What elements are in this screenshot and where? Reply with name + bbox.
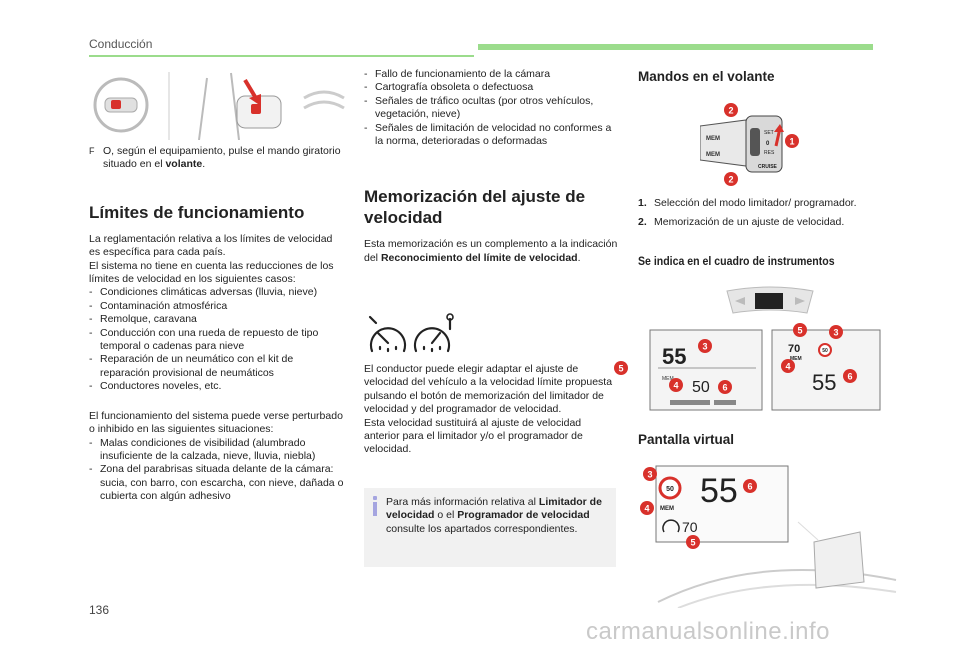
stalk-label: MEM <box>706 152 720 158</box>
cluster-display-right: 70 MEM 50 55 5 3 4 6 <box>771 323 881 411</box>
svg-text:4: 4 <box>673 381 678 391</box>
section-title-cluster: Se indica en el cuadro de instrumentos <box>638 254 835 268</box>
list-item: Contaminación atmosférica <box>89 300 344 314</box>
paragraph: El funcionamiento del sistema puede vers… <box>89 409 343 436</box>
section-header: Conducción <box>89 37 153 51</box>
list-item: 1. Selección del modo limitador/ program… <box>638 197 857 209</box>
badge-6: 6 <box>718 380 732 394</box>
instruction-bullet: F O, según el equipamiento, pulse el man… <box>89 145 341 171</box>
svg-text:2: 2 <box>728 175 733 185</box>
svg-text:5: 5 <box>690 538 695 548</box>
stalk-label: MEM <box>706 136 720 142</box>
badge-3: 3 <box>829 325 843 339</box>
svg-text:1: 1 <box>789 137 794 147</box>
badge-6: 6 <box>843 369 857 383</box>
column-1: F O, según el equipamiento, pulse el man… <box>89 145 344 504</box>
hud-speed-sign: 50 <box>666 486 674 493</box>
badge-5: 5 <box>614 361 628 375</box>
stalk-label: CRUISE <box>758 164 778 170</box>
hud-speed-small: 70 <box>682 519 698 535</box>
conditions-list: Condiciones climáticas adversas (lluvia,… <box>89 286 344 394</box>
badge-4: 4 <box>781 359 795 373</box>
info-icon <box>372 496 378 516</box>
svg-text:MEM: MEM <box>790 356 802 362</box>
svg-text:5: 5 <box>618 364 623 374</box>
hud-speed-big: 55 <box>700 472 738 510</box>
list-item: Conductores noveles, etc. <box>89 380 344 394</box>
svg-text:4: 4 <box>644 504 649 514</box>
paragraph: Esta memorización es un complemento a la… <box>364 238 618 264</box>
svg-text:6: 6 <box>747 482 752 492</box>
info-note: Para más información relativa al Limitad… <box>364 488 616 567</box>
svg-text:3: 3 <box>833 328 838 338</box>
situations-list: Malas condiciones de visibilidad (alumbr… <box>89 437 344 504</box>
badge-3: 3 <box>698 339 712 353</box>
list-item: Conducción con una rueda de repuesto de … <box>89 327 344 354</box>
list-item: Zona del parabrisas situada delante de l… <box>89 463 344 503</box>
list-item: Reparación de un neumático con el kit de… <box>89 353 344 380</box>
badge-5: 5 <box>793 323 807 337</box>
stalk-label: RES <box>764 150 775 156</box>
svg-text:5: 5 <box>797 326 802 336</box>
watermark: carmanualsonline.info <box>586 618 830 645</box>
svg-text:MEM: MEM <box>662 376 674 382</box>
list-item: 2. Memorización de un ajuste de velocida… <box>638 216 845 229</box>
list-item: Condiciones climáticas adversas (lluvia,… <box>89 286 344 300</box>
svg-text:3: 3 <box>647 470 652 480</box>
page-number: 136 <box>89 603 110 617</box>
speed-sign: 50 <box>822 348 828 354</box>
section-title-steering-controls: Mandos en el volante <box>638 69 775 84</box>
cluster-overview-figure <box>726 286 814 314</box>
cluster-speed-big: 55 <box>662 344 686 369</box>
bullet-marker: F <box>89 146 95 156</box>
badge-2-bottom: 2 <box>724 172 738 186</box>
badge-2-top: 2 <box>724 103 738 117</box>
badge-1: 1 <box>785 134 799 148</box>
stalk-label: 0 <box>766 141 770 147</box>
badge-4: 4 <box>640 501 654 515</box>
svg-text:3: 3 <box>702 342 707 352</box>
list-item: Fallo de funcionamiento de la cámara <box>364 68 619 82</box>
svg-text:6: 6 <box>722 383 727 393</box>
column-2: Fallo de funcionamiento de la cámara Car… <box>364 68 619 265</box>
cluster-top-speed: 70 <box>788 343 800 355</box>
cluster-speed-big: 55 <box>812 370 836 395</box>
steering-items: 1. Selección del modo limitador/ program… <box>638 197 893 230</box>
svg-text:6: 6 <box>847 372 852 382</box>
stalk-label: SET <box>764 130 774 136</box>
paragraph: El sistema no tiene en cuenta las reducc… <box>89 259 334 286</box>
header-accent-bar <box>478 44 873 50</box>
section-title-memorization: Memorización del ajuste de velocidad <box>364 187 586 228</box>
list-item: Cartografía obsoleta o defectuosa <box>364 81 619 95</box>
malfunction-list: Fallo de funcionamiento de la cámara Car… <box>364 68 619 148</box>
list-item: Malas condiciones de visibilidad (alumbr… <box>89 437 344 464</box>
paragraph: El conductor puede elegir adaptar el aju… <box>364 363 613 416</box>
section-title-limits: Límites de funcionamiento <box>89 202 305 222</box>
svg-text:4: 4 <box>785 362 790 372</box>
badge-5: 5 <box>686 535 700 549</box>
section-title-virtual-display: Pantalla virtual <box>638 432 735 447</box>
cluster-speed-small: 50 <box>692 379 710 396</box>
paragraph: La reglamentación relativa a los límites… <box>89 232 333 259</box>
speedometer-icons <box>368 313 454 353</box>
list-item: Señales de limitación de velocidad no co… <box>364 122 619 149</box>
steering-wheel-thumb <box>93 77 149 133</box>
list-item: Señales de tráfico ocultas (por otros ve… <box>364 95 619 122</box>
badge-3: 3 <box>643 467 657 481</box>
speedometer-memory-icon <box>413 313 454 353</box>
cluster-display-left: 55 50 MEM 3 5 4 6 <box>614 329 763 411</box>
header-divider <box>89 55 474 57</box>
hud-figure: 50 55 MEM 70 3 6 4 5 <box>640 465 897 608</box>
stalk-figure: MEM MEM SET 0 RES CRUISE 2 1 2 <box>700 103 799 186</box>
svg-text:2: 2 <box>728 106 733 116</box>
badge-4: 4 <box>669 378 683 392</box>
list-item: Remolque, caravana <box>89 313 344 327</box>
svg-text:MEM: MEM <box>660 506 674 512</box>
column-2-lower: El conductor puede elegir adaptar el aju… <box>364 363 619 457</box>
speedometer-icon <box>368 315 407 353</box>
paragraph: Esta velocidad sustituirá al ajuste de v… <box>364 416 583 456</box>
badge-6: 6 <box>743 479 757 493</box>
steering-wheel-figure <box>93 72 345 140</box>
